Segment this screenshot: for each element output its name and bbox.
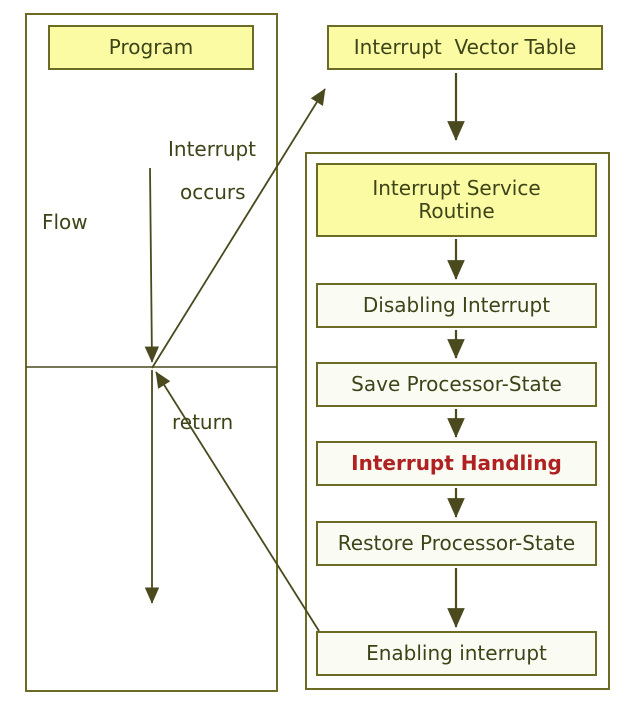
step-enabling-interrupt: Enabling interrupt bbox=[316, 631, 597, 676]
flow-label: Flow bbox=[42, 210, 88, 234]
step-restore-processor-state: Restore Processor-State bbox=[316, 521, 597, 566]
program-box: Program bbox=[48, 25, 254, 70]
step-interrupt-handling: Interrupt Handling bbox=[316, 441, 597, 486]
interrupt-service-routine-container bbox=[305, 152, 610, 690]
program-panel bbox=[25, 13, 278, 692]
step-disabling-interrupt: Disabling Interrupt bbox=[316, 283, 597, 328]
interrupt-vector-table-box: Interrupt Vector Table bbox=[327, 25, 603, 70]
step-interrupt-service-routine: Interrupt Service Routine bbox=[316, 163, 597, 237]
interrupt-occurs-arrow bbox=[151, 88, 326, 369]
interrupt-occurs-label-line2: occurs bbox=[180, 180, 246, 204]
program-flow-arrow bbox=[144, 167, 160, 363]
step-save-processor-state: Save Processor-State bbox=[316, 362, 597, 407]
interrupt-occurs-label-line1: Interrupt bbox=[168, 137, 257, 161]
return-arrow bbox=[155, 371, 320, 632]
